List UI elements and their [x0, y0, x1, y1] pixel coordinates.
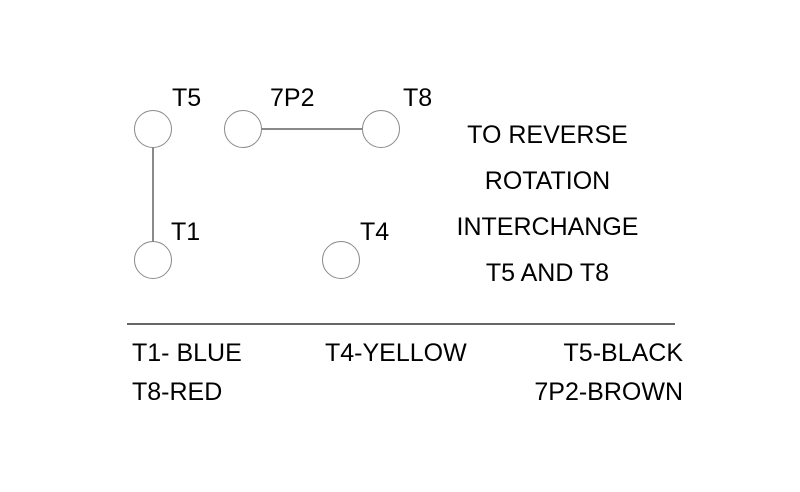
- wire-color-legend: T1- BLUE T4-YELLOW T5-BLACK T8-RED 7P2-B…: [127, 338, 683, 416]
- terminal-label-t1: T1: [171, 218, 201, 246]
- instruction-line-1: TO REVERSE: [467, 121, 628, 149]
- legend-row: T8-RED 7P2-BROWN: [127, 377, 683, 416]
- legend-row: T1- BLUE T4-YELLOW T5-BLACK: [127, 338, 683, 377]
- legend-item-t8-color: T8-RED: [132, 378, 223, 406]
- legend-item-t1-color: T1- BLUE: [132, 339, 242, 367]
- legend-item-t4-color: T4-YELLOW: [325, 339, 467, 367]
- instruction-line-3: INTERCHANGE: [456, 213, 639, 241]
- horizontal-divider: [127, 323, 675, 325]
- instruction-line-2: ROTATION: [484, 167, 611, 195]
- wire-7p2-to-t8: [261, 128, 363, 130]
- legend-item-t5-color: T5-BLACK: [563, 339, 683, 367]
- terminal-label-7p2: 7P2: [270, 84, 315, 112]
- instruction-note: TO REVERSE ROTATION INTERCHANGE T5 AND T…: [440, 112, 655, 296]
- terminal-circle-t4: [322, 241, 360, 279]
- terminal-circle-t5: [134, 110, 172, 148]
- instruction-line-4: T5 AND T8: [485, 259, 610, 287]
- terminal-label-t5: T5: [172, 84, 202, 112]
- terminal-circle-t8: [362, 110, 400, 148]
- terminal-label-t4: T4: [360, 218, 390, 246]
- wire-t5-to-t1: [152, 147, 154, 242]
- legend-item-7p2-color: 7P2-BROWN: [534, 378, 683, 406]
- terminal-circle-t1: [134, 241, 172, 279]
- terminal-circle-7p2: [224, 110, 262, 148]
- terminal-label-t8: T8: [403, 84, 433, 112]
